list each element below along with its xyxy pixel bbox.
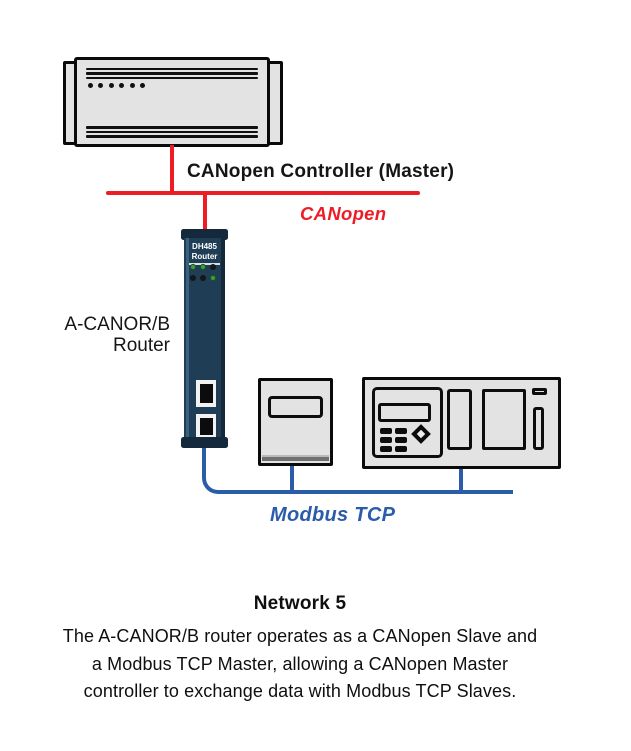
vent-line [86,67,258,70]
keypad-button [380,446,392,452]
vent-line [86,130,258,133]
indicator-dot [140,83,145,88]
router-label-line2: Router [112,335,170,356]
router-bottom-cap [181,437,228,448]
device-vent-slot [533,407,544,450]
router-led [200,264,206,270]
caption-line: The A-CANOR/B router operates as a CANop… [62,626,538,646]
modbus-bus-label: Modbus TCP [270,504,396,526]
modbus-drop-wire-slave2 [459,466,463,491]
modbus-slave-device-1 [258,378,333,466]
router-faceplate-label: DH485 Router [184,242,225,261]
indicator-dot [87,83,93,88]
keypad-button [395,428,407,434]
device-module-slot [447,389,472,450]
device-vent-slot [532,388,547,395]
indicator-dot [119,83,124,88]
canopen-bus-label: CANopen [300,203,387,224]
router-top-cap [181,229,228,240]
caption-block: Network 5 The A-CANOR/B router operates … [0,593,600,706]
keypad-button [380,428,392,434]
vent-line [86,135,258,138]
router-led [200,274,206,281]
device-display-window [378,403,431,422]
controller-label: CANopen Controller (Master) [187,161,455,182]
router-led [190,264,196,270]
router-edge-highlight [186,238,189,438]
device-stripe [262,455,329,457]
keypad-button [395,446,407,452]
caption-title: Network 5 [253,593,347,614]
ethernet-port [196,414,216,440]
canopen-drop-wire-router [203,195,207,230]
led-row [190,264,216,270]
port-opening [199,418,213,435]
device-control-panel [372,387,443,458]
vent-line [86,72,258,75]
router-device: DH485 Router [184,238,225,440]
nav-diamond-button [411,424,431,444]
router-led [210,274,216,281]
indicator-dot [108,83,114,88]
router-led [190,274,196,281]
device-keypad [380,428,407,452]
router-edge-shadow [221,238,225,438]
port-opening [199,384,213,403]
device-display-window [268,396,323,418]
router-faceplate-line2: Router [191,251,218,261]
router-faceplate-line1: DH485 [192,242,217,251]
modbus-bus-line [202,448,513,494]
router-label-line1: A-CANOR/B [64,314,170,335]
led-row [190,274,216,281]
indicator-dot [98,83,103,88]
router-led [210,264,216,270]
device-stripe [262,457,329,461]
keypad-button [395,437,407,443]
router-leds [190,264,216,285]
caption-line: a Modbus TCP Master, allowing a CANopen … [91,653,509,674]
modbus-drop-wire-slave1 [290,463,294,491]
ethernet-port [196,380,216,407]
router-label: A-CANOR/B Router [40,314,170,356]
canopen-controller-device [74,57,270,147]
canopen-bus-line [106,191,420,195]
canopen-drop-wire-controller [170,145,174,193]
vent-line [86,76,258,79]
modbus-slave-device-2 [362,377,561,469]
indicator-dot [129,83,135,88]
keypad-button [380,437,392,443]
caption-line: controller to exchange data with Modbus … [83,681,517,701]
device-module-slot [482,389,526,450]
vent-line [86,126,258,129]
indicator-dots [87,83,145,88]
